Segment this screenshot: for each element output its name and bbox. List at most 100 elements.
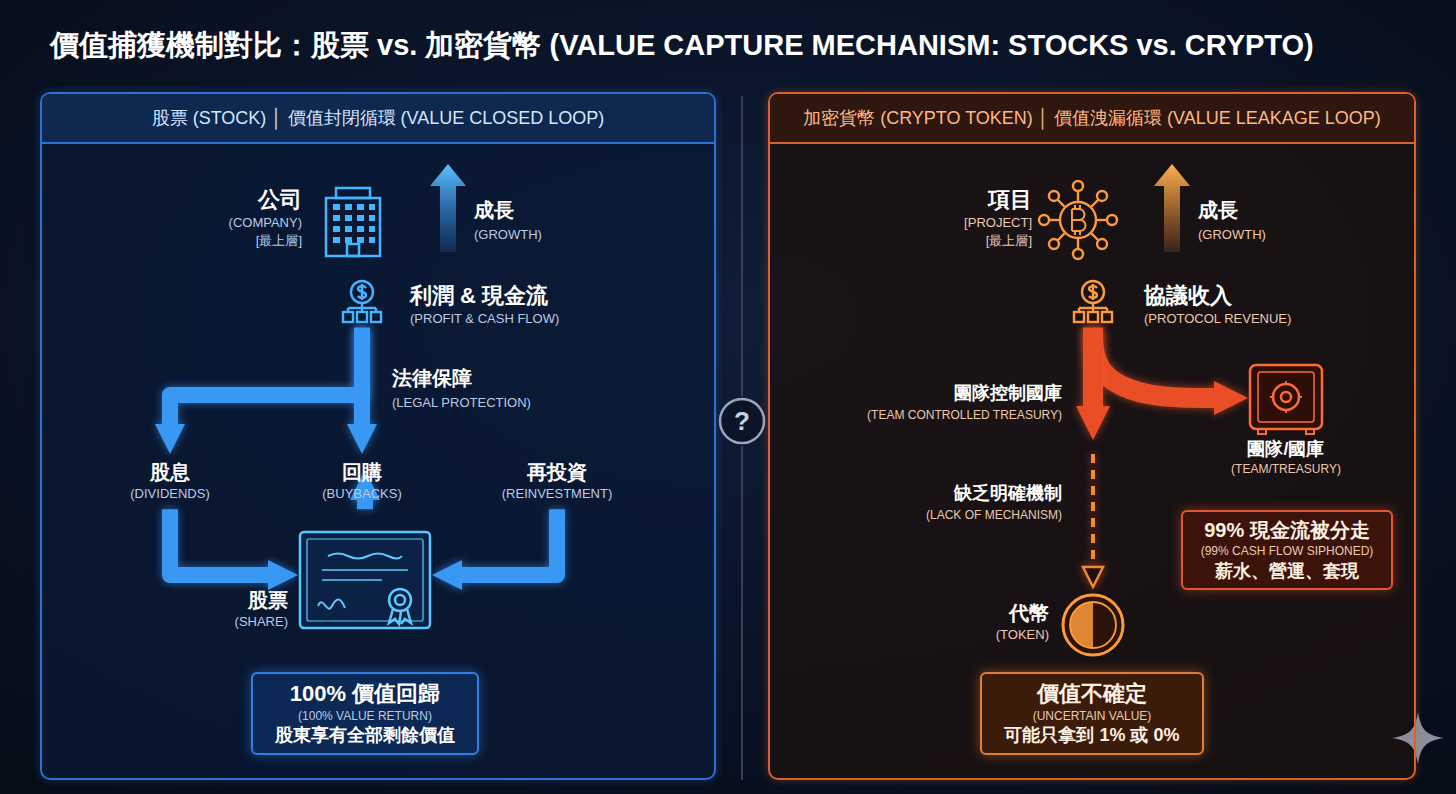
growth-arrow	[430, 164, 466, 252]
divider	[720, 399, 764, 443]
node-subtext: (SHARE)	[235, 613, 288, 631]
network-icon	[1049, 191, 1059, 201]
node-subtext: [最上層]	[229, 232, 302, 250]
node-heading: 99% 現金流被分走	[1201, 518, 1374, 543]
network-icon	[1072, 205, 1086, 235]
node-subtext: (100% VALUE RETURN)	[275, 708, 455, 725]
arrow-label: (TEAM CONTROLLED TREASURY)	[867, 407, 1062, 424]
node-heading: 100% 價值回歸	[275, 680, 455, 708]
token-icon	[1070, 602, 1093, 648]
crypto-panel: 加密貨幣 (CRYPTO TOKEN) │ 價值洩漏循環 (VALUE LEAK…	[768, 92, 1416, 780]
diagram-title: 價值捕獲機制對比：股票 vs. 加密貨幣 (VALUE CAPTURE MECH…	[50, 26, 1314, 66]
network-icon	[1091, 199, 1098, 206]
arrow-path	[1093, 328, 1214, 398]
arrow-label: (LEGAL PROTECTION)	[392, 394, 531, 412]
arrow-path	[357, 500, 373, 509]
network-icon	[1077, 191, 1079, 201]
arrow-label: 法律保障	[392, 366, 472, 391]
building-icon	[326, 188, 380, 256]
safe-icon	[1250, 365, 1322, 434]
share-node: 股票(SHARE)	[300, 532, 430, 628]
treasury-node: 團隊/國庫(TEAM/TREASURY)	[1225, 362, 1347, 479]
growth-arrow	[1154, 164, 1190, 252]
question-mark: ?	[734, 406, 750, 437]
share-certificate	[307, 539, 423, 621]
node-subtext: (99% CASH FLOW SIPHONED)	[1201, 543, 1374, 560]
network-icon	[1049, 239, 1059, 249]
revenue-icon	[1074, 281, 1112, 322]
node-subtext: (TOKEN)	[996, 626, 1049, 644]
uncertain-value-box: 價值不確定(UNCERTAIN VALUE)可能只拿到 1% 或 0%	[980, 672, 1203, 755]
network-icon	[1077, 239, 1079, 249]
flow-arrow	[1093, 328, 1214, 398]
node-subtext: [最上層]	[964, 232, 1032, 250]
network-icon	[1073, 181, 1083, 191]
cash-flow-node: 利潤 & 現金流(PROFIT & CASH FLOW)	[330, 282, 559, 328]
network-icon	[1107, 215, 1117, 225]
node-subtext: (PROTOCOL REVENUE)	[1144, 310, 1291, 328]
arrow-label: 團隊控制國庫	[954, 382, 1062, 405]
safe-icon	[1250, 365, 1322, 429]
node-heading: 協議收入	[1144, 282, 1291, 310]
safe-icon	[1270, 381, 1302, 413]
share-certificate	[300, 532, 430, 628]
node-subtext: (PROFIT & CASH FLOW)	[410, 310, 559, 328]
network-icon	[1097, 219, 1107, 221]
network-icon	[1073, 249, 1083, 259]
growth-label: 成長	[1198, 198, 1238, 223]
divider	[741, 446, 743, 780]
arrow-path	[354, 328, 370, 424]
network-icon	[1091, 233, 1098, 240]
node-subtext: 股東享有全部剩餘價值	[275, 724, 455, 747]
network-icon	[1097, 239, 1107, 249]
node-subtext: (BUYBACKS)	[322, 485, 401, 503]
divider	[720, 96, 764, 780]
token-icon	[1063, 595, 1123, 655]
node-heading: 股息	[130, 460, 209, 485]
flow-arrow	[362, 328, 363, 424]
growth-label: (GROWTH)	[1198, 226, 1266, 244]
network-icon	[1060, 202, 1096, 238]
node-heading: 代幣	[996, 601, 1049, 626]
share-certificate	[389, 589, 411, 611]
node-heading: 公司	[229, 186, 302, 214]
arrow-path	[1091, 454, 1095, 567]
node-subtext: (DIVIDENDS)	[130, 485, 209, 503]
node-heading: 回購	[322, 460, 401, 485]
building-icon	[336, 188, 370, 198]
network-icon	[1057, 199, 1064, 206]
share-certificate	[395, 595, 405, 605]
project-node: 項目[PROJECT][最上層]	[964, 186, 1112, 250]
share-certificate	[328, 554, 402, 559]
network-icon	[1039, 215, 1049, 225]
arrow-path	[462, 509, 557, 575]
node-heading: 項目	[964, 186, 1032, 214]
divider	[741, 96, 743, 396]
building-icon	[347, 244, 359, 256]
panel-heading: 加密貨幣 (CRYPTO TOKEN) │ 價值洩漏循環 (VALUE LEAK…	[770, 94, 1414, 144]
cash-flow-icon	[343, 281, 381, 322]
network-icon	[1097, 191, 1107, 201]
watermark-star	[1392, 712, 1444, 764]
building-icon	[333, 204, 375, 244]
protocol-revenue-node: 協議收入(PROTOCOL REVENUE)	[1062, 282, 1291, 328]
share-certificate	[322, 569, 408, 571]
arrow-label: 缺乏明確機制	[954, 482, 1062, 505]
node-subtext: (UNCERTAIN VALUE)	[1004, 708, 1179, 725]
node-subtext: (TEAM/TREASURY)	[1231, 461, 1341, 478]
stock-panel: 股票 (STOCK) │ 價值封閉循環 (VALUE CLOSED LOOP)公…	[40, 92, 716, 780]
growth-label: 成長	[474, 198, 514, 223]
safe-icon	[1258, 372, 1314, 422]
token-node: 代幣(TOKEN)	[1061, 593, 1125, 657]
reinvestment-node: 再投資(REINVESTMENT)	[496, 456, 619, 507]
value-return-box: 100% 價值回歸(100% VALUE RETURN)股東享有全部剩餘價值	[251, 672, 479, 755]
arrow-path	[1083, 328, 1103, 406]
flow-arrow	[365, 500, 366, 509]
share-certificate	[389, 609, 411, 624]
network-icon	[1039, 181, 1117, 259]
node-heading: 利潤 & 現金流	[410, 282, 559, 310]
crypto-panel-fill	[769, 93, 1415, 779]
buybacks-node: 回購(BUYBACKS)	[316, 456, 407, 507]
node-subtext: [PROJECT]	[964, 214, 1032, 232]
